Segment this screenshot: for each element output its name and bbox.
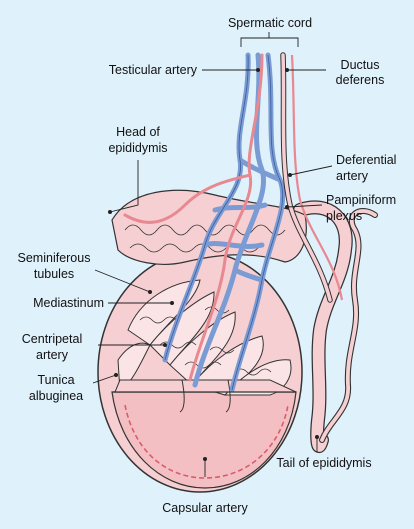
ductus-deferens (280, 52, 333, 303)
label-ductus-deferens-line2: deferens (336, 73, 385, 87)
tubule-coils (139, 306, 272, 376)
label-tunica-line1: Tunica (37, 373, 74, 387)
testicular-artery (123, 53, 264, 382)
label-tunica-line2: albuginea (29, 389, 83, 403)
label-mediastinum: Mediastinum (33, 296, 104, 310)
label-deferential-artery-line2: artery (336, 169, 369, 183)
deferential-artery (290, 54, 344, 301)
label-pampiniform-line1: Pampiniform (326, 193, 396, 207)
label-centripetal-line2: artery (36, 348, 69, 362)
label-spermatic-cord: Spermatic cord (228, 16, 312, 30)
label-centripetal-line1: Centripetal (22, 332, 82, 346)
label-seminiferous-line2: tubules (34, 267, 74, 281)
label-head-epididymis-line1: Head of (116, 125, 160, 139)
label-seminiferous-line1: Seminiferous (18, 251, 91, 265)
label-deferential-artery-line1: Deferential (336, 153, 396, 167)
label-testicular-artery: Testicular artery (109, 63, 198, 77)
spermatic-cord-bracket (240, 32, 299, 47)
label-ductus-deferens-line1: Ductus (341, 58, 380, 72)
epididymis-tail (293, 200, 378, 454)
leader-lines (92, 68, 333, 477)
pampiniform-plexus-outline (164, 54, 284, 391)
label-tail-epididymis: Tail of epididymis (276, 456, 371, 470)
label-capsular-artery: Capsular artery (162, 501, 248, 515)
label-pampiniform-line2: plexus (326, 209, 362, 223)
label-head-epididymis-line2: epididymis (108, 141, 167, 155)
